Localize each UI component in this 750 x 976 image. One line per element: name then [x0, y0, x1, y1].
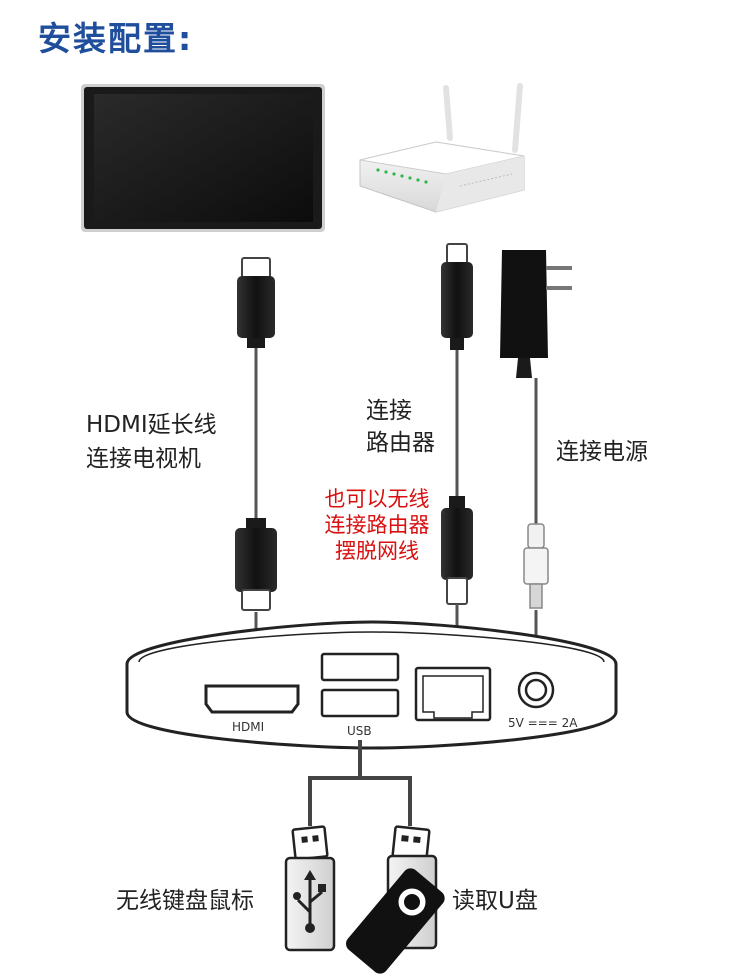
- router-icon: [359, 83, 525, 213]
- hdmi-port-label: HDMI: [232, 720, 265, 734]
- hdmi-label-line2: 连接电视机: [86, 446, 201, 472]
- usb-receiver-icon: [284, 825, 336, 952]
- wireless-note-line3: 摆脱网线: [335, 539, 419, 563]
- power-label: 连接电源: [556, 439, 648, 465]
- wireless-note-line2: 连接路由器: [324, 513, 430, 537]
- usb-port-label: USB: [347, 724, 372, 738]
- ethernet-cable-icon: [441, 243, 473, 672]
- tv-icon: [81, 84, 325, 232]
- router-label-line1: 连接: [366, 398, 412, 424]
- hdmi-label-line1: HDMI延长线: [86, 412, 217, 438]
- tv-box-icon: [125, 620, 618, 750]
- keyboard-mouse-label: 无线键盘鼠标: [116, 888, 254, 914]
- hdmi-cable-icon: [235, 257, 277, 684]
- udisk-icon: [346, 825, 445, 974]
- usb-cable-lines: [308, 740, 412, 826]
- router-label-line2: 路由器: [366, 430, 435, 456]
- udisk-label: 读取U盘: [452, 888, 538, 914]
- power-adapter-icon: [500, 250, 572, 666]
- wireless-note-line1: 也可以无线: [324, 487, 430, 511]
- power-port-label: 5V === 2A: [508, 716, 578, 730]
- page-title: 安装配置:: [38, 19, 194, 58]
